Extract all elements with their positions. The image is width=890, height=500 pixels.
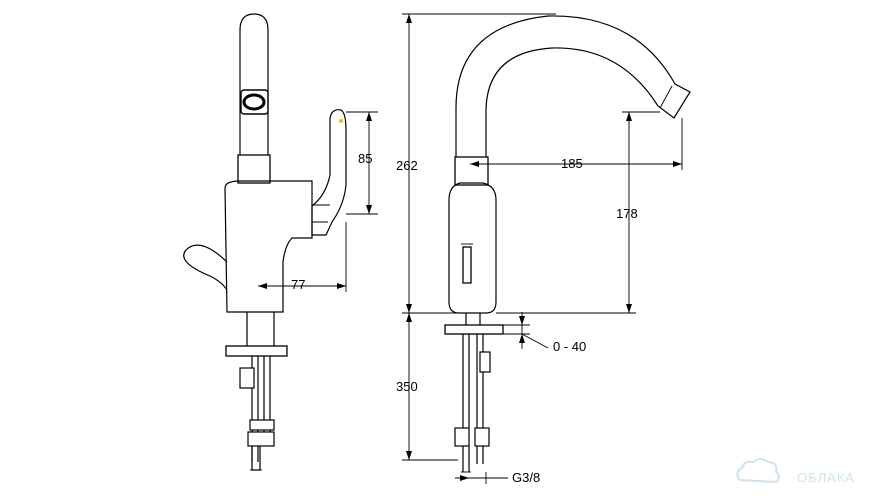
dimension-350: 350 bbox=[396, 312, 458, 461]
front-shank bbox=[465, 313, 481, 325]
side-lever bbox=[311, 109, 347, 236]
dimension-label-185: 185 bbox=[561, 156, 583, 171]
dimension-g3-8: G3/8 bbox=[455, 470, 540, 485]
front-hose-pipes bbox=[462, 334, 484, 428]
dimension-178: 178 bbox=[496, 111, 660, 314]
cloud-icon bbox=[736, 458, 780, 484]
side-collar bbox=[237, 154, 271, 184]
front-body bbox=[448, 182, 497, 314]
dimension-label-178: 178 bbox=[616, 206, 638, 221]
front-sensor-slot bbox=[462, 246, 472, 284]
front-nut-right bbox=[474, 427, 490, 447]
side-mounting-plate bbox=[225, 345, 288, 357]
front-connector bbox=[479, 351, 491, 373]
side-hose-loop bbox=[183, 244, 228, 291]
side-lever-base bbox=[312, 204, 330, 223]
dimension-label-350: 350 bbox=[396, 379, 418, 394]
watermark: ОБЛАКА bbox=[736, 458, 855, 485]
side-aerator-opening bbox=[242, 93, 266, 111]
lever-indicator-dot bbox=[339, 119, 343, 123]
side-hose-pipes bbox=[251, 356, 271, 462]
front-pipe-end bbox=[462, 446, 484, 472]
side-connector bbox=[239, 367, 255, 389]
front-collar bbox=[454, 156, 489, 186]
front-nut-left bbox=[454, 427, 470, 447]
side-spout-tube bbox=[239, 13, 269, 161]
side-pipe-end bbox=[251, 446, 261, 471]
side-body bbox=[224, 180, 313, 313]
dimension-77: 77 bbox=[258, 222, 347, 292]
side-view: 85 77 bbox=[183, 13, 378, 471]
front-gooseneck-spout bbox=[455, 15, 691, 160]
spout-tip-outline bbox=[659, 85, 673, 109]
dimension-label-262: 262 bbox=[396, 158, 418, 173]
dimension-label-77: 77 bbox=[291, 277, 305, 292]
front-mounting-plate bbox=[444, 324, 504, 335]
dimension-85: 85 bbox=[346, 111, 378, 215]
dimension-0-40: 0 - 40 bbox=[503, 312, 586, 354]
dimension-label-0-40: 0 - 40 bbox=[553, 339, 586, 354]
front-view: 262 185 178 0 - 40 350 G3 bbox=[396, 13, 691, 485]
side-nut-lower bbox=[247, 431, 275, 447]
watermark-text: ОБЛАКА bbox=[797, 470, 855, 485]
dimension-label-85: 85 bbox=[358, 151, 372, 166]
thread-label: G3/8 bbox=[512, 470, 540, 485]
side-nut-upper bbox=[249, 419, 275, 431]
dimension-185: 185 bbox=[470, 118, 683, 171]
side-shank bbox=[246, 312, 275, 348]
